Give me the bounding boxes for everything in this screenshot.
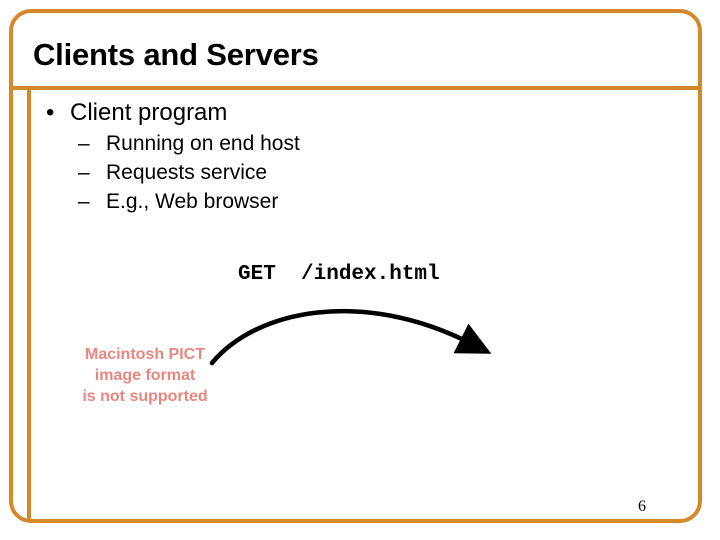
list-item-label: Client program [70,99,228,126]
curved-request-arrow-icon [209,308,492,366]
list-item: – Requests service [40,158,670,187]
slide-frame-inner-left-rule [27,88,31,522]
list-item-label: Requests service [106,161,268,184]
list-item-label: Running on end host [106,132,300,155]
broken-image-line-1: Macintosh PICT [84,346,205,363]
broken-image-line-2: image format [94,367,196,384]
slide-frame-title-divider [9,86,702,90]
bullet-marker-dash: – [78,132,90,155]
http-request-label: GET /index.html [238,263,440,286]
page-number: 6 [638,498,646,515]
broken-image-placeholder: Macintosh PICT image format is not suppo… [66,344,224,407]
bullet-marker-dash: – [78,190,90,213]
list-item: – E.g., Web browser [40,187,670,216]
bullet-marker-dash: – [78,161,90,184]
page-title: Clients and Servers [33,37,319,72]
list-item: • Client program [40,98,670,128]
bullet-marker-dot: • [46,99,55,126]
bullet-list: • Client program – Running on end host –… [40,98,670,216]
broken-image-line-3: is not supported [82,388,208,405]
list-item-label: E.g., Web browser [106,190,279,213]
list-item: – Running on end host [40,129,670,158]
